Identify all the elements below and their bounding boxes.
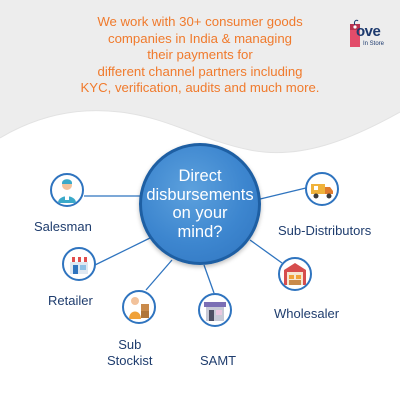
headline-line-3: their payments for xyxy=(147,47,253,63)
center-line-4: mind? xyxy=(177,222,223,241)
sub-stockist-label-line-1: Sub xyxy=(118,337,142,352)
logo-word: ove xyxy=(356,23,381,40)
headline: We work with 30+ consumer goods companie… xyxy=(55,14,345,97)
center-line-2: disbursements xyxy=(146,185,254,204)
shop-icon xyxy=(69,257,89,274)
sub-distributors-node xyxy=(305,172,339,206)
headline-line-2: companies in India & managing xyxy=(107,30,292,46)
samt-label: SAMT xyxy=(200,353,237,368)
salesman-label: Salesman xyxy=(34,219,92,234)
wholesaler-node xyxy=(278,257,312,291)
retailer-node xyxy=(62,247,96,281)
delivery-truck-icon xyxy=(311,184,333,199)
headline-line-5: KYC, verification, audits and much more. xyxy=(80,80,320,96)
center-line-1: Direct xyxy=(178,167,222,185)
price-tag-icon xyxy=(350,19,360,47)
headline-line-1: We work with 30+ consumer goods xyxy=(97,14,303,29)
warehouse-icon xyxy=(284,263,306,285)
logo-subtitle: In Store xyxy=(363,41,385,47)
center-circle: Direct disbursements on your mind? xyxy=(139,143,261,265)
center-question: Direct disbursements on your mind? xyxy=(142,167,258,241)
headline-line-4: different channel partners including xyxy=(97,63,303,79)
wholesaler-label: Wholesaler xyxy=(274,306,340,321)
salesman-icon xyxy=(58,179,76,203)
sub-distributors-label: Sub-Distributors xyxy=(278,223,372,238)
logo: ove In Store xyxy=(346,12,394,56)
sub-stockist-label-line-2: Stockist xyxy=(107,353,153,368)
sub-stockist-node xyxy=(122,290,156,324)
retailer-label: Retailer xyxy=(48,293,93,308)
store-icon xyxy=(204,302,226,321)
sub-stockist-label: Sub Stockist xyxy=(107,337,153,369)
stockist-icon xyxy=(129,297,149,319)
salesman-node xyxy=(50,173,84,207)
samt-node xyxy=(198,293,232,327)
center-line-3: on your xyxy=(172,204,228,222)
